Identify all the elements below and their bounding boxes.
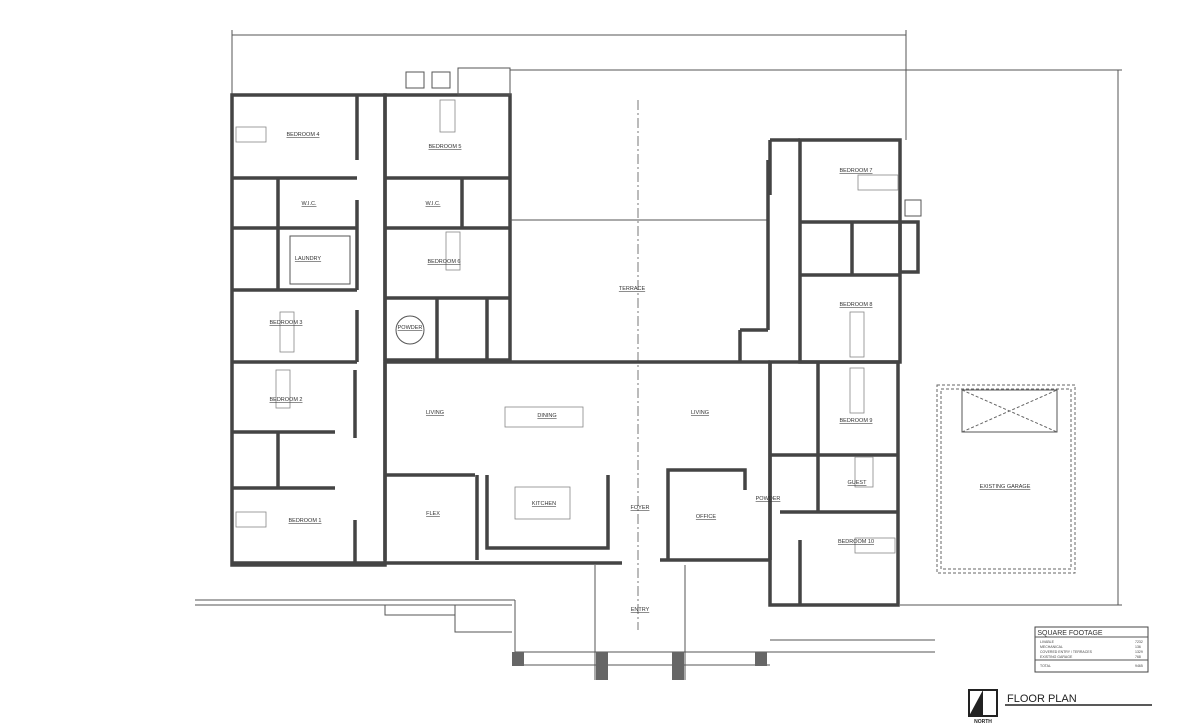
left-wing-walls [230,93,387,567]
room-label-living-left: LIVING [426,410,444,416]
entry-site [195,565,935,680]
dimension-lines [231,30,1122,606]
room-labels: BEDROOM 4 BEDROOM 5 W.I.C. W.I.C. LAUNDR… [269,132,1030,613]
room-label-living-right: LIVING [691,410,709,416]
room-label-bedroom-2: BEDROOM 2 [269,397,302,403]
room-label-bedroom-4: BEDROOM 4 [286,132,319,138]
sf-label: LIVABLE [1040,640,1055,644]
square-footage-table: SQUARE FOOTAGE LIVABLE 7232 MECHANICAL 1… [1034,626,1149,673]
room-label-bedroom-9: BEDROOM 9 [839,418,872,424]
room-label-wic-left: W.I.C. [302,201,317,207]
sf-total-label: TOTAL [1040,664,1051,668]
room-label-dining: DINING [537,413,556,419]
center-wing-walls [383,67,512,362]
sf-value: 136 [1135,645,1141,649]
sf-label: MECHANICAL [1040,645,1063,649]
north-label: NORTH [974,719,992,725]
sf-total-value: 9465 [1135,664,1143,668]
sf-value: 768 [1135,655,1141,659]
room-label-guest: GUEST [848,480,868,486]
room-label-wic-right: W.I.C. [426,201,441,207]
room-label-entry: ENTRY [631,607,650,613]
room-label-garage: EXISTING GARAGE [980,484,1031,490]
room-label-powder-right: POWDER [756,496,781,502]
sf-value: 1329 [1135,650,1143,654]
room-label-terrace: TERRACE [619,286,646,292]
north-arrow-icon: NORTH [968,689,998,725]
room-label-office: OFFICE [696,514,716,520]
existing-garage [936,384,1076,574]
room-label-bedroom-5: BEDROOM 5 [428,144,461,150]
room-label-bedroom-7: BEDROOM 7 [839,168,872,174]
terrace-area [509,70,770,630]
sf-label: COVERED ENTRY / TERRACES [1040,650,1093,654]
room-label-flex: FLEX [426,511,440,517]
square-footage-title: SQUARE FOOTAGE [1037,630,1103,637]
room-label-kitchen: KITCHEN [532,501,556,507]
sf-label: EXISTING GARAGE [1040,655,1073,659]
room-label-bedroom-6: BEDROOM 6 [427,259,460,265]
right-wing-walls [768,138,922,607]
room-label-powder-left: POWDER [398,325,423,331]
room-label-bedroom-8: BEDROOM 8 [839,302,872,308]
drawing-title: FLOOR PLAN [1007,693,1077,705]
room-label-bedroom-3: BEDROOM 3 [269,320,302,326]
room-label-bedroom-1: BEDROOM 1 [288,518,321,524]
title-block: NORTH FLOOR PLAN [968,689,1152,725]
sf-value: 7232 [1135,640,1143,644]
room-label-foyer: FOYER [631,505,650,511]
room-label-bedroom-10: BEDROOM 10 [838,539,874,545]
main-block-walls [232,360,772,565]
room-label-laundry: LAUNDRY [295,256,322,262]
